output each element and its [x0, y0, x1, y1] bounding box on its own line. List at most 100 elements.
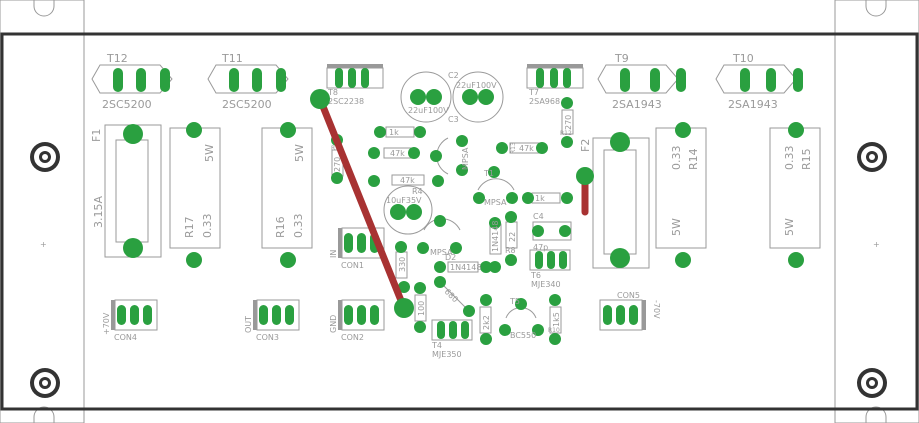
resistor-r10[interactable]: 1k5 R10 — [548, 294, 562, 345]
value-label: 2SA968 — [529, 97, 560, 106]
value-label: 3.15A — [92, 196, 105, 228]
value-label: 47k — [390, 149, 405, 158]
transistor-t11[interactable]: T11 2SC5200 — [207, 52, 289, 111]
resistor-r4[interactable]: 47k — [368, 174, 444, 187]
resistor-r2[interactable]: 330 — [395, 241, 410, 293]
power-label: 5W — [293, 144, 306, 162]
connector-con2[interactable]: GND CON2 — [329, 299, 385, 342]
value-label: 10uF35V — [386, 196, 422, 205]
value-label: 2SC5200 — [102, 98, 152, 111]
ref-label: R15 — [800, 148, 813, 170]
ref-label: T7 — [528, 88, 539, 97]
resistor-r13[interactable]: 47k R13 — [496, 142, 548, 154]
value-label: 1k — [535, 194, 545, 203]
power-label: 5W — [203, 144, 216, 162]
ref-label: D2 — [445, 253, 456, 262]
resistor-r17[interactable]: 5W R17 0.33 — [169, 122, 221, 268]
value-label: 47k — [400, 176, 415, 185]
ref-label: T10 — [732, 52, 754, 65]
ref-label: T5 — [509, 297, 520, 306]
value-label: BC550 — [510, 331, 536, 340]
ref-label: R8 — [505, 246, 516, 255]
value-label: 2SA1943 — [728, 98, 778, 111]
connector-label: +70V — [102, 312, 111, 335]
trace-wire — [316, 95, 408, 312]
fuse-f2[interactable]: F2 — [579, 132, 650, 269]
resistor-r12[interactable]: 270 R12 — [560, 97, 574, 148]
connector-label: OUT — [244, 316, 253, 333]
value-label: 47k — [519, 144, 534, 153]
ref-label: C2 — [448, 71, 459, 80]
resistor-r5[interactable]: 47k — [368, 147, 420, 159]
ref-label: C3 — [448, 115, 459, 124]
ref-label: C4 — [533, 212, 544, 221]
ref-label: T1 — [483, 169, 494, 178]
ref-label: R16 — [274, 216, 287, 238]
transistor-t12[interactable]: T12 2SC5200 — [91, 52, 173, 111]
ref-label: T9 — [614, 52, 629, 65]
ref-label: F1 — [90, 129, 103, 142]
ref-label: R17 — [183, 216, 196, 238]
value-label: 22uF100V — [408, 106, 449, 115]
diode-d1[interactable]: 1N4148 — [489, 217, 502, 273]
svg-text:+: + — [873, 240, 880, 249]
transistor-t2[interactable]: MPSA — [417, 215, 462, 257]
mounting-holes — [30, 142, 887, 398]
connector-con3[interactable]: OUT CON3 — [244, 299, 300, 342]
value-label: 0.33 — [670, 146, 683, 171]
value-label: MJE350 — [432, 350, 462, 359]
resistor-r8[interactable]: 22 R8 — [505, 211, 518, 266]
ref-label: CON5 — [617, 291, 640, 300]
fuse-f1[interactable]: F1 3.15A — [90, 124, 162, 258]
transistor-t5[interactable]: T5 BC550 — [499, 297, 544, 340]
resistor-r16[interactable]: 5W R16 0.33 — [261, 122, 313, 268]
power-label: 5W — [670, 218, 683, 236]
capacitor-c1[interactable]: 10uF35V R4 — [383, 185, 433, 235]
connector-con5[interactable]: CON5 -70V — [599, 291, 661, 331]
value-label: 0.33 — [292, 214, 305, 239]
resistor-r6[interactable]: 680 — [434, 276, 475, 317]
capacitor-c2[interactable]: 22uF100V C2 — [448, 71, 504, 123]
connector-label: GND — [329, 315, 338, 333]
value-label: 0.33 — [783, 146, 796, 171]
resistor-r1[interactable]: 100 — [414, 282, 427, 333]
transistor-t3[interactable]: MPSA — [430, 135, 470, 176]
ref-label: R13 — [510, 142, 517, 154]
value-label: MPSA — [430, 248, 453, 257]
transistor-t1[interactable]: T1 MPSA — [473, 166, 518, 207]
ref-label: R14 — [687, 148, 700, 170]
capacitor-c3[interactable]: 22uF100V C3 — [400, 71, 459, 124]
capacitor-c4[interactable]: C4 47p — [532, 212, 572, 252]
diode-d2[interactable]: 1N4148 D2 — [434, 253, 492, 273]
resistor-r7[interactable]: 1k — [522, 192, 573, 204]
transistor-t4[interactable]: T4 MJE350 — [431, 319, 473, 359]
ref-label: T8 — [327, 88, 338, 97]
transistor-t9[interactable]: T9 2SA1943 — [597, 52, 686, 111]
value-label: 47p — [533, 243, 548, 252]
board-outline — [0, 32, 919, 411]
value-label: MJE340 — [531, 280, 561, 289]
ref-label: CON3 — [256, 333, 279, 342]
resistor-r14[interactable]: 0.33 R14 5W — [655, 122, 707, 268]
resistor-r15[interactable]: 0.33 R15 5W — [769, 122, 821, 268]
transistor-t10[interactable]: T10 2SA1943 — [715, 52, 803, 111]
transistor-t8[interactable]: T8 2SC2238 — [326, 64, 384, 106]
value-label: 2SC2238 — [328, 97, 364, 106]
connector-con4[interactable]: +70V CON4 — [102, 299, 158, 342]
value-label: 100 — [417, 301, 426, 316]
transistor-t6[interactable]: T6 MJE340 — [529, 249, 571, 289]
value-label: 330 — [398, 257, 407, 272]
value-label: 22 — [508, 232, 517, 242]
ref-label: CON4 — [114, 333, 137, 342]
value-label: 1k — [389, 128, 399, 137]
ref-label: T4 — [431, 341, 442, 350]
power-label: 5W — [783, 218, 796, 236]
value-label: 22uF100V — [456, 81, 497, 90]
value-label: 1N4148 — [491, 221, 500, 252]
resistor-r9[interactable]: 1k — [374, 126, 426, 138]
transistor-t7[interactable]: T7 2SA968 — [526, 64, 584, 106]
connector-label: IN — [329, 250, 338, 258]
ref-label: CON1 — [341, 261, 364, 270]
resistor-r3[interactable]: 2k2 — [479, 294, 492, 345]
value-label: 270 — [564, 115, 573, 130]
